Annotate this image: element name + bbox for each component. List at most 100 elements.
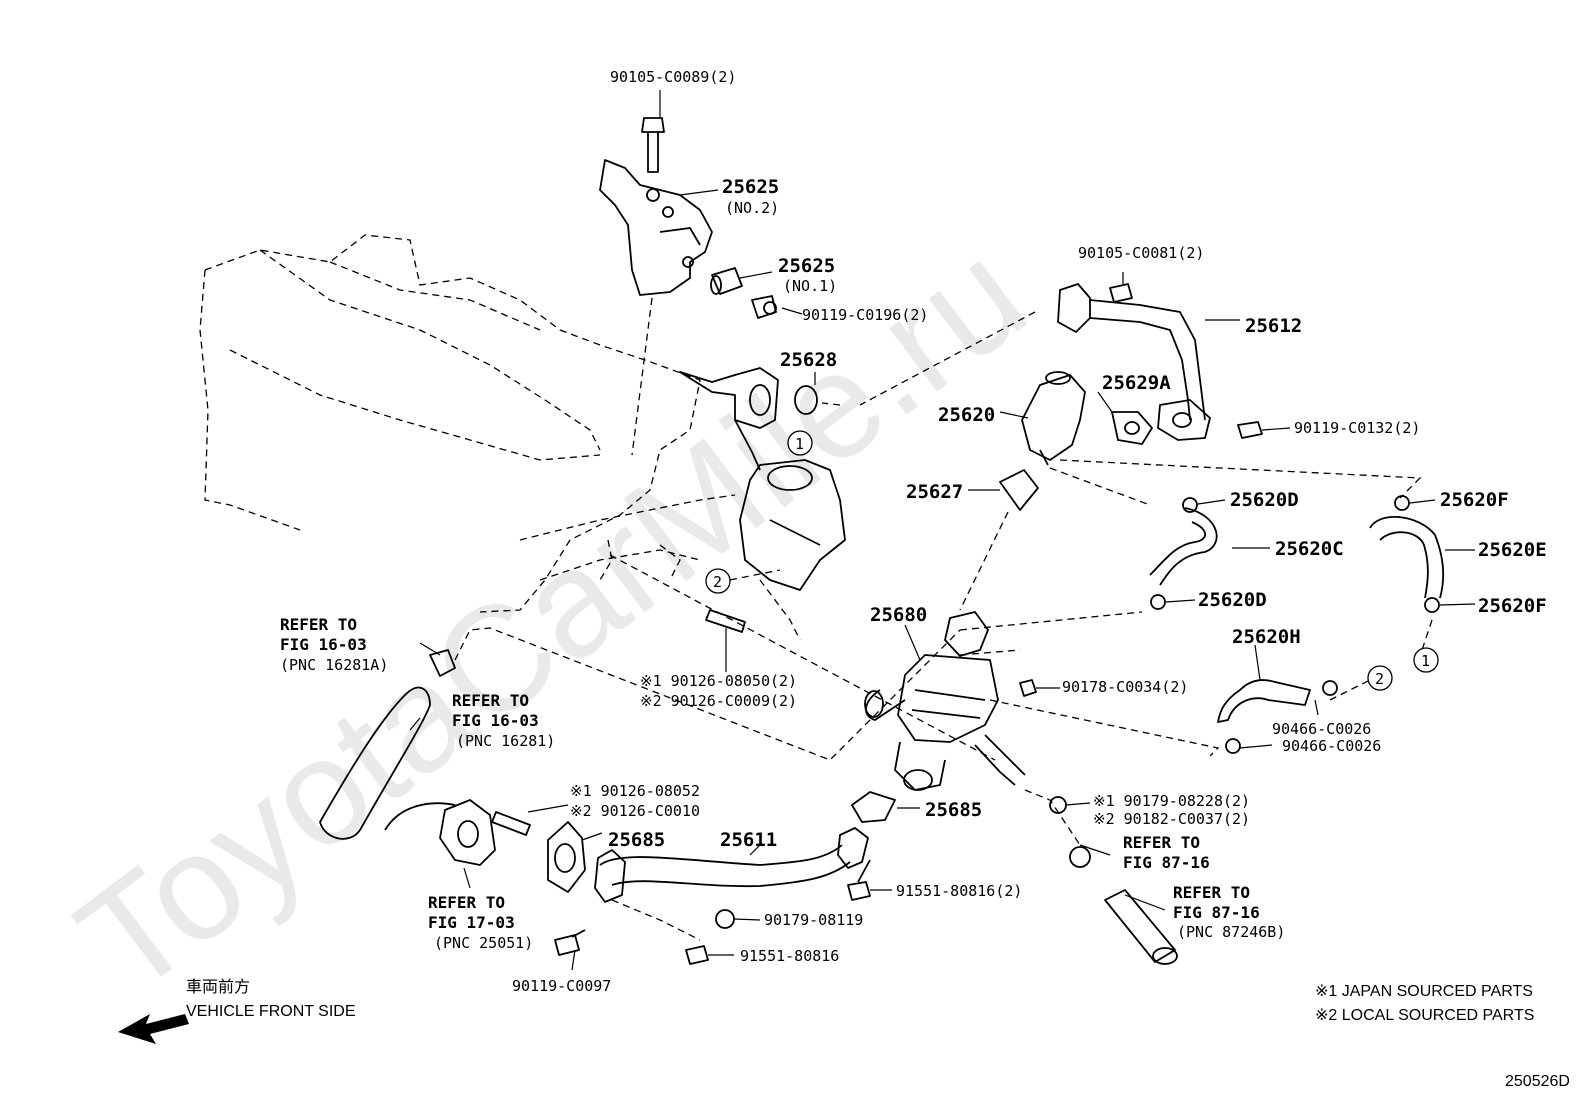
clamp-ref-87-16 <box>1069 846 1091 868</box>
collar-25625-no1 <box>710 267 743 295</box>
label-25625-no2-sub: (NO.2) <box>725 199 779 217</box>
label-25629A: 25629A <box>1102 372 1171 394</box>
label-90466-C0026-a: 90466-C0026 <box>1272 720 1371 738</box>
svg-text:FIG 16-03: FIG 16-03 <box>280 635 367 654</box>
svg-text:FIG 17-03: FIG 17-03 <box>428 913 515 932</box>
label-25680: 25680 <box>870 604 927 626</box>
engine-block-outline <box>199 234 736 613</box>
svg-text:REFER TO: REFER TO <box>1173 883 1250 902</box>
reference-fig-87-16-clamp: REFER TO FIG 87-16 <box>1123 833 1210 872</box>
label-90178-C0034: 90178-C0034(2) <box>1062 678 1188 696</box>
clamp-25620F-top <box>1394 495 1410 511</box>
svg-text:FIG 16-03: FIG 16-03 <box>452 711 539 730</box>
label-25620: 25620 <box>938 404 995 426</box>
marker-2-upper: 2 <box>705 568 731 594</box>
marker-2-lower: 2 <box>1367 665 1393 691</box>
svg-text:(PNC 16281A): (PNC 16281A) <box>280 656 388 674</box>
label-stud-a-line2: ※2 90126-C0009(2) <box>640 692 797 710</box>
valve-25620 <box>1021 371 1086 466</box>
label-25620H: 25620H <box>1232 626 1301 648</box>
svg-text:FIG 87-16: FIG 87-16 <box>1123 853 1210 872</box>
hose-25620E <box>1369 516 1445 599</box>
bolt-90119-C0196 <box>751 295 777 319</box>
ring-25628 <box>794 385 818 415</box>
gasket-25627 <box>999 469 1039 511</box>
pipe-25612 <box>1057 283 1211 441</box>
label-25625-no1: 25625 <box>778 255 835 277</box>
label-25611: 25611 <box>720 829 777 851</box>
pipe-25611 <box>594 827 869 903</box>
hose-ref-16281 <box>319 686 431 840</box>
clamp-25620F-bottom <box>1424 597 1440 613</box>
svg-text:(PNC 25051): (PNC 25051) <box>434 934 533 952</box>
clamp-90466-b <box>1225 738 1241 754</box>
label-90179-08119: 90179-08119 <box>764 911 863 929</box>
svg-text:2: 2 <box>713 573 722 591</box>
stud-90126-08052 <box>491 811 531 836</box>
label-25620D-bottom: 25620D <box>1198 589 1267 611</box>
label-25628: 25628 <box>780 349 837 371</box>
marker-1-upper: 1 <box>787 430 813 456</box>
label-90466-C0026-b: 90466-C0026 <box>1282 737 1381 755</box>
clamp-25620D-bottom <box>1150 594 1166 610</box>
clamp-ref-16281A <box>429 649 456 677</box>
clamp-90466-a <box>1322 680 1338 696</box>
bolt-90105-C0089 <box>641 117 665 173</box>
label-25685-left: 25685 <box>608 829 665 851</box>
label-91551-80816: 91551-80816 <box>740 947 839 965</box>
label-90119-C0196: 90119-C0196(2) <box>802 306 928 324</box>
label-25625-no1-sub: (NO.1) <box>783 277 837 295</box>
bolt-91551-80816 <box>685 945 709 965</box>
svg-text:REFER TO: REFER TO <box>428 893 505 912</box>
label-25612: 25612 <box>1245 315 1302 337</box>
bolt-90105-C0081 <box>1109 283 1133 303</box>
sourcing-legend: ※1 JAPAN SOURCED PARTS ※2 LOCAL SOURCED … <box>1315 983 1534 1024</box>
gasket-25629A <box>1111 411 1153 445</box>
svg-text:REFER TO: REFER TO <box>280 615 357 634</box>
label-90119-C0097: 90119-C0097 <box>512 977 611 995</box>
label-25620C: 25620C <box>1275 538 1344 560</box>
label-stud-b-line1: ※1 90126-08052 <box>570 782 700 800</box>
legend-japan: ※1 JAPAN SOURCED PARTS <box>1315 983 1533 1000</box>
svg-text:1: 1 <box>795 435 804 453</box>
label-90119-C0132: 90119-C0132(2) <box>1294 419 1420 437</box>
label-nut-line2: ※2 90182-C0037(2) <box>1093 810 1250 828</box>
direction-label-english: VEHICLE FRONT SIDE <box>186 1003 356 1020</box>
label-stud-a-line1: ※1 90126-08050(2) <box>640 672 797 690</box>
label-25620F-top: 25620F <box>1440 489 1509 511</box>
label-91551-80816-2: 91551-80816(2) <box>896 882 1022 900</box>
svg-text:(PNC 87246B): (PNC 87246B) <box>1177 923 1285 941</box>
nut-90179-08228 <box>1049 796 1067 814</box>
label-25620F-bottom: 25620F <box>1478 595 1547 617</box>
label-25625-no2: 25625 <box>722 176 779 198</box>
gasket-25685-left <box>547 821 586 893</box>
stud-90126-08050 <box>705 609 746 633</box>
reference-fig-17-03-25051: REFER TO FIG 17-03 (PNC 25051) <box>428 893 533 952</box>
hose-ref-87246B <box>1104 889 1178 965</box>
left-arrow-icon <box>118 1014 189 1044</box>
diagram-id: 250526D <box>1505 1073 1570 1090</box>
direction-label-japanese: 車両前方 <box>186 978 250 996</box>
label-nut-line1: ※1 90179-08228(2) <box>1093 792 1250 810</box>
svg-text:REFER TO: REFER TO <box>1123 833 1200 852</box>
label-90105-C0081: 90105-C0081(2) <box>1078 244 1204 262</box>
marker-1-lower: 1 <box>1413 647 1439 673</box>
svg-text:FIG 87-16: FIG 87-16 <box>1173 903 1260 922</box>
reference-fig-16-03-16281: REFER TO FIG 16-03 (PNC 16281) <box>452 691 555 750</box>
legend-local: ※2 LOCAL SOURCED PARTS <box>1315 1007 1534 1024</box>
reference-fig-87-16-87246B: REFER TO FIG 87-16 (PNC 87246B) <box>1173 883 1285 941</box>
hose-25620C <box>1149 507 1218 586</box>
bolt-90119-C0132 <box>1237 421 1263 439</box>
gasket-25685-right <box>851 791 896 823</box>
svg-text:2: 2 <box>1375 670 1384 688</box>
nut-90178-C0034 <box>1019 679 1037 697</box>
pipe-ref-25051 <box>384 799 496 866</box>
label-25685-right: 25685 <box>925 799 982 821</box>
label-stud-b-line2: ※2 90126-C0010 <box>570 802 700 820</box>
label-25620E: 25620E <box>1478 539 1547 561</box>
pipe-flange-upper <box>679 367 779 471</box>
vehicle-front-direction: 車両前方 VEHICLE FRONT SIDE <box>118 978 356 1044</box>
label-25620D-top: 25620D <box>1230 489 1299 511</box>
hose-25620H <box>1217 679 1311 723</box>
valve-25680 <box>864 611 1026 791</box>
